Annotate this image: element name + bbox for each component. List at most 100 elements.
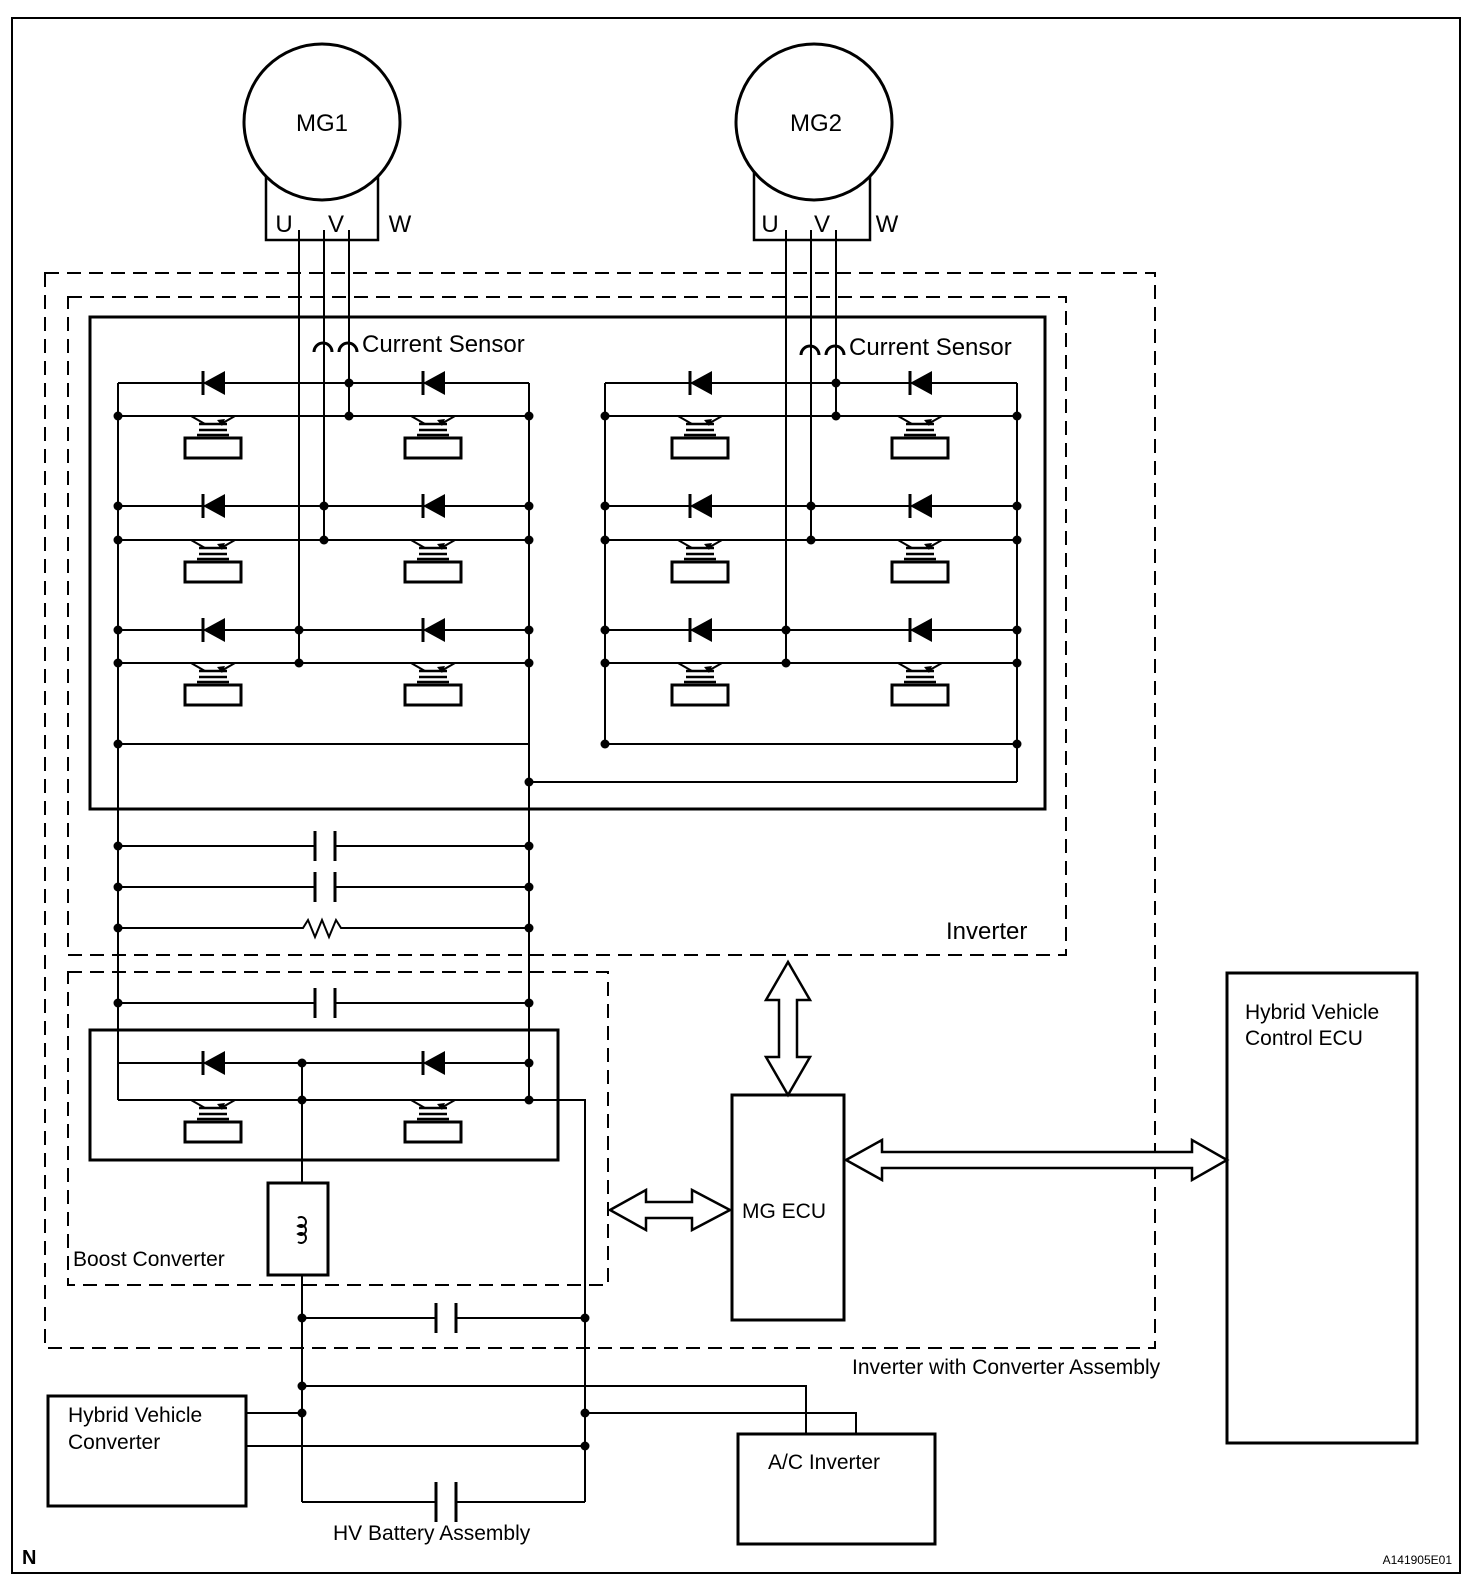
diode-icon — [688, 494, 712, 518]
figure-code: A141905E01 — [1383, 1553, 1453, 1567]
dc-link-components — [118, 831, 529, 1018]
transistor-icon — [890, 415, 950, 460]
mg2-phase-u: U — [761, 211, 778, 238]
junction-dot — [524, 882, 534, 892]
page-frame — [11, 17, 1461, 1574]
junction-dot — [781, 625, 791, 635]
hybrid-vehicle-control-ecu-label-line2: Control ECU — [1245, 1027, 1363, 1050]
junction-dot — [297, 1313, 307, 1323]
junction-dot — [1012, 739, 1022, 749]
transistor-icon — [403, 1099, 463, 1144]
junction-dot — [524, 1058, 534, 1068]
transistor-icon — [670, 662, 730, 707]
junction-dot — [831, 378, 841, 388]
mg2-motor: MG2 U V W — [734, 42, 899, 242]
diodes — [201, 371, 932, 1075]
mg2-label: MG2 — [790, 110, 842, 137]
mg1-label: MG1 — [296, 110, 348, 137]
transistor-icon — [670, 415, 730, 460]
diode-icon — [688, 618, 712, 642]
junction-dot — [1012, 501, 1022, 511]
junction-dot — [344, 378, 354, 388]
transistor-icon — [183, 662, 243, 707]
junction-dot — [113, 658, 123, 668]
junction-dot — [600, 501, 610, 511]
junction-dot — [806, 501, 816, 511]
junction-dot — [113, 625, 123, 635]
transistor-icon — [890, 662, 950, 707]
mg-ecu-label: MG ECU — [742, 1200, 826, 1223]
inverter-boundary — [67, 296, 1067, 956]
diode-icon — [201, 494, 225, 518]
transistor-icon — [183, 415, 243, 460]
hybrid-vehicle-converter-label-line1: Hybrid Vehicle — [68, 1404, 202, 1427]
diode-icon — [688, 371, 712, 395]
mg1-current-sensor-label: Current Sensor — [362, 331, 525, 358]
junction-dot — [600, 625, 610, 635]
diode-icon — [201, 371, 225, 395]
junction-dot — [294, 658, 304, 668]
diode-icon — [908, 494, 932, 518]
junction-dot — [524, 625, 534, 635]
diode-icon — [421, 371, 445, 395]
junction-dot — [297, 1058, 307, 1068]
reactor-coil-icon — [296, 1216, 307, 1244]
transistors — [183, 415, 950, 1144]
transistor-icon — [183, 539, 243, 584]
junction-dot — [113, 501, 123, 511]
junction-dot — [600, 535, 610, 545]
transistor-icon — [403, 662, 463, 707]
battery-side-wiring — [246, 1303, 857, 1522]
inverter-power-module — [88, 315, 1047, 811]
mg1-phase-wires — [298, 230, 350, 663]
junction-dot — [1012, 411, 1022, 421]
hybrid-vehicle-control-ecu-box — [1225, 971, 1419, 1445]
mg2-circle — [734, 42, 894, 202]
capacitor-2 — [313, 872, 337, 902]
junction-dot — [113, 411, 123, 421]
junction-dot — [294, 625, 304, 635]
hv-battery-assembly-label: HV Battery Assembly — [333, 1522, 531, 1545]
inverter-with-converter-assembly-label: Inverter with Converter Assembly — [852, 1356, 1161, 1379]
mg1-phase-v: V — [328, 211, 344, 238]
junction-dot — [524, 777, 534, 787]
boost-converter-mg-ecu-double-arrow — [607, 1187, 733, 1233]
capacitor-1 — [313, 831, 337, 861]
transistor-icon — [403, 415, 463, 460]
junction-dot — [580, 1441, 590, 1451]
junction-dot — [524, 998, 534, 1008]
junction-dot — [524, 923, 534, 933]
junction-dot — [113, 841, 123, 851]
mg2-phase-wires — [785, 230, 837, 663]
transistor-icon — [890, 539, 950, 584]
junction-dot — [1012, 625, 1022, 635]
junction-dot — [297, 1381, 307, 1391]
junction-dot — [524, 535, 534, 545]
mg2-current-sensor-label: Current Sensor — [849, 334, 1012, 361]
junction-dot — [600, 658, 610, 668]
resistor — [118, 917, 529, 940]
boost-converter-power-module — [88, 1028, 560, 1162]
junction-dot — [319, 501, 329, 511]
junction-dot — [524, 501, 534, 511]
boost-converter-label: Boost Converter — [73, 1248, 225, 1271]
capacitor-3 — [313, 988, 337, 1018]
boost-converter-boundary — [67, 971, 609, 1286]
hv-battery-symbol — [434, 1482, 458, 1522]
transistor-icon — [670, 539, 730, 584]
junction-dot — [297, 1095, 307, 1105]
diode-icon — [421, 494, 445, 518]
mg-ecu-box — [730, 1093, 846, 1322]
junction-dot — [600, 411, 610, 421]
inverter-label: Inverter — [946, 918, 1027, 945]
filter-capacitor — [434, 1303, 458, 1333]
mg1-phase-w: W — [389, 211, 412, 238]
mg1-circle — [242, 42, 402, 202]
hybrid-vehicle-converter-label-line2: Converter — [68, 1431, 160, 1454]
junction-dot — [1012, 658, 1022, 668]
junction-dot — [1012, 535, 1022, 545]
mg-ecu-hv-control-ecu-double-arrow — [843, 1137, 1230, 1183]
junction-dot — [524, 658, 534, 668]
reactor-box — [266, 1181, 330, 1277]
junction-dot — [113, 998, 123, 1008]
